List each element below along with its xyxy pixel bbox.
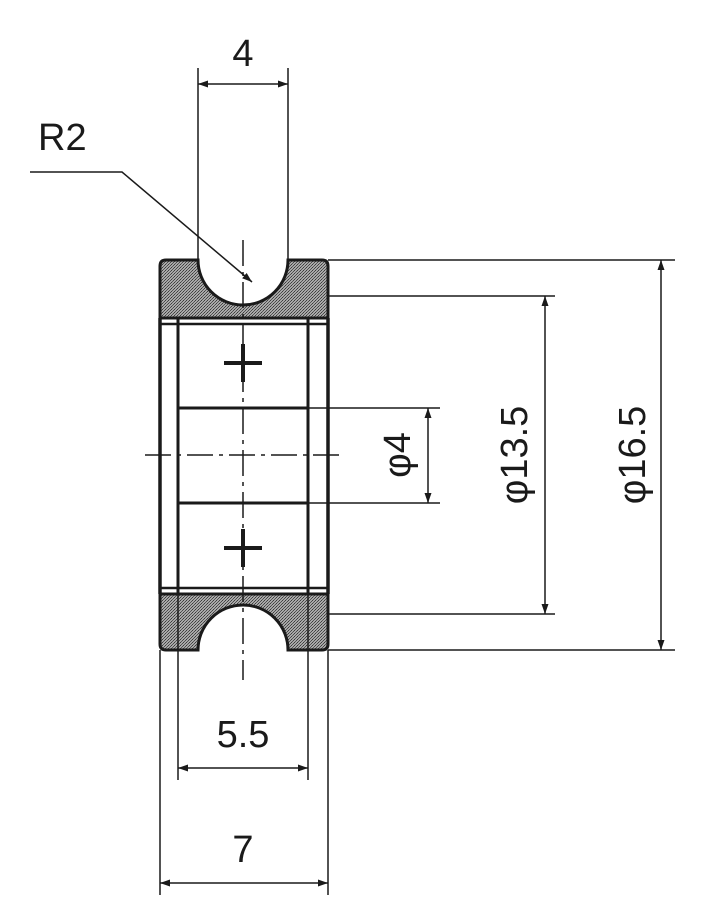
- tire-section-top: [158, 258, 330, 320]
- groove-radius-label: R2: [38, 117, 87, 159]
- overall-width-label: 7: [232, 829, 253, 871]
- radius-leader-line: [30, 171, 253, 283]
- bore-diameter-label: φ4: [377, 432, 419, 478]
- tire-section-bottom: [158, 592, 330, 652]
- extension-lines: [159, 68, 675, 895]
- groove-width-label: 4: [232, 33, 253, 75]
- outer-diameter-label: φ16.5: [612, 406, 654, 505]
- groove-bottom-diameter-label: φ13.5: [494, 406, 536, 505]
- center-lines: [145, 240, 345, 680]
- bearing: [158, 318, 330, 594]
- dimension-lines: [30, 80, 665, 887]
- bearing-width-label: 5.5: [217, 714, 270, 756]
